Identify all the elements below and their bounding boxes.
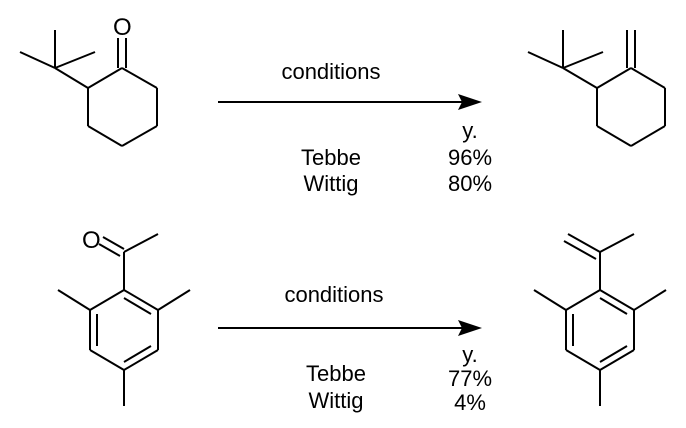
reaction-2-yield-tebbe: 77% [448, 366, 492, 391]
reaction-1-reagent-wittig: Wittig [304, 171, 359, 196]
reaction-2-arrow [218, 320, 482, 336]
reaction-1-conditions-label: conditions [281, 59, 380, 84]
reaction-1-yield-header: y. [462, 118, 477, 143]
reactant-2-mesityl-methyl-ketone: O [57, 227, 191, 406]
reaction-1-reagent-tebbe: Tebbe [301, 145, 361, 170]
oxygen-label: O [113, 14, 132, 41]
reaction-1-yield-wittig: 80% [448, 171, 492, 196]
reaction-1-arrow [218, 94, 482, 110]
reaction-2-yield-header: y. [462, 342, 477, 367]
product-2-isopropenyl-mesitylene [533, 233, 667, 406]
reaction-1-yield-tebbe: 96% [448, 145, 492, 170]
reaction-2-reagent-wittig: Wittig [309, 388, 364, 413]
oxygen-label: O [82, 227, 101, 254]
reactant-1-tert-butylcyclohexanone: O [19, 14, 158, 147]
reaction-2-reagent-tebbe: Tebbe [306, 361, 366, 386]
product-1-methylenecyclohexane [527, 30, 666, 147]
reaction-2-yield-wittig: 4% [454, 390, 486, 415]
reaction-2-conditions-label: conditions [284, 282, 383, 307]
